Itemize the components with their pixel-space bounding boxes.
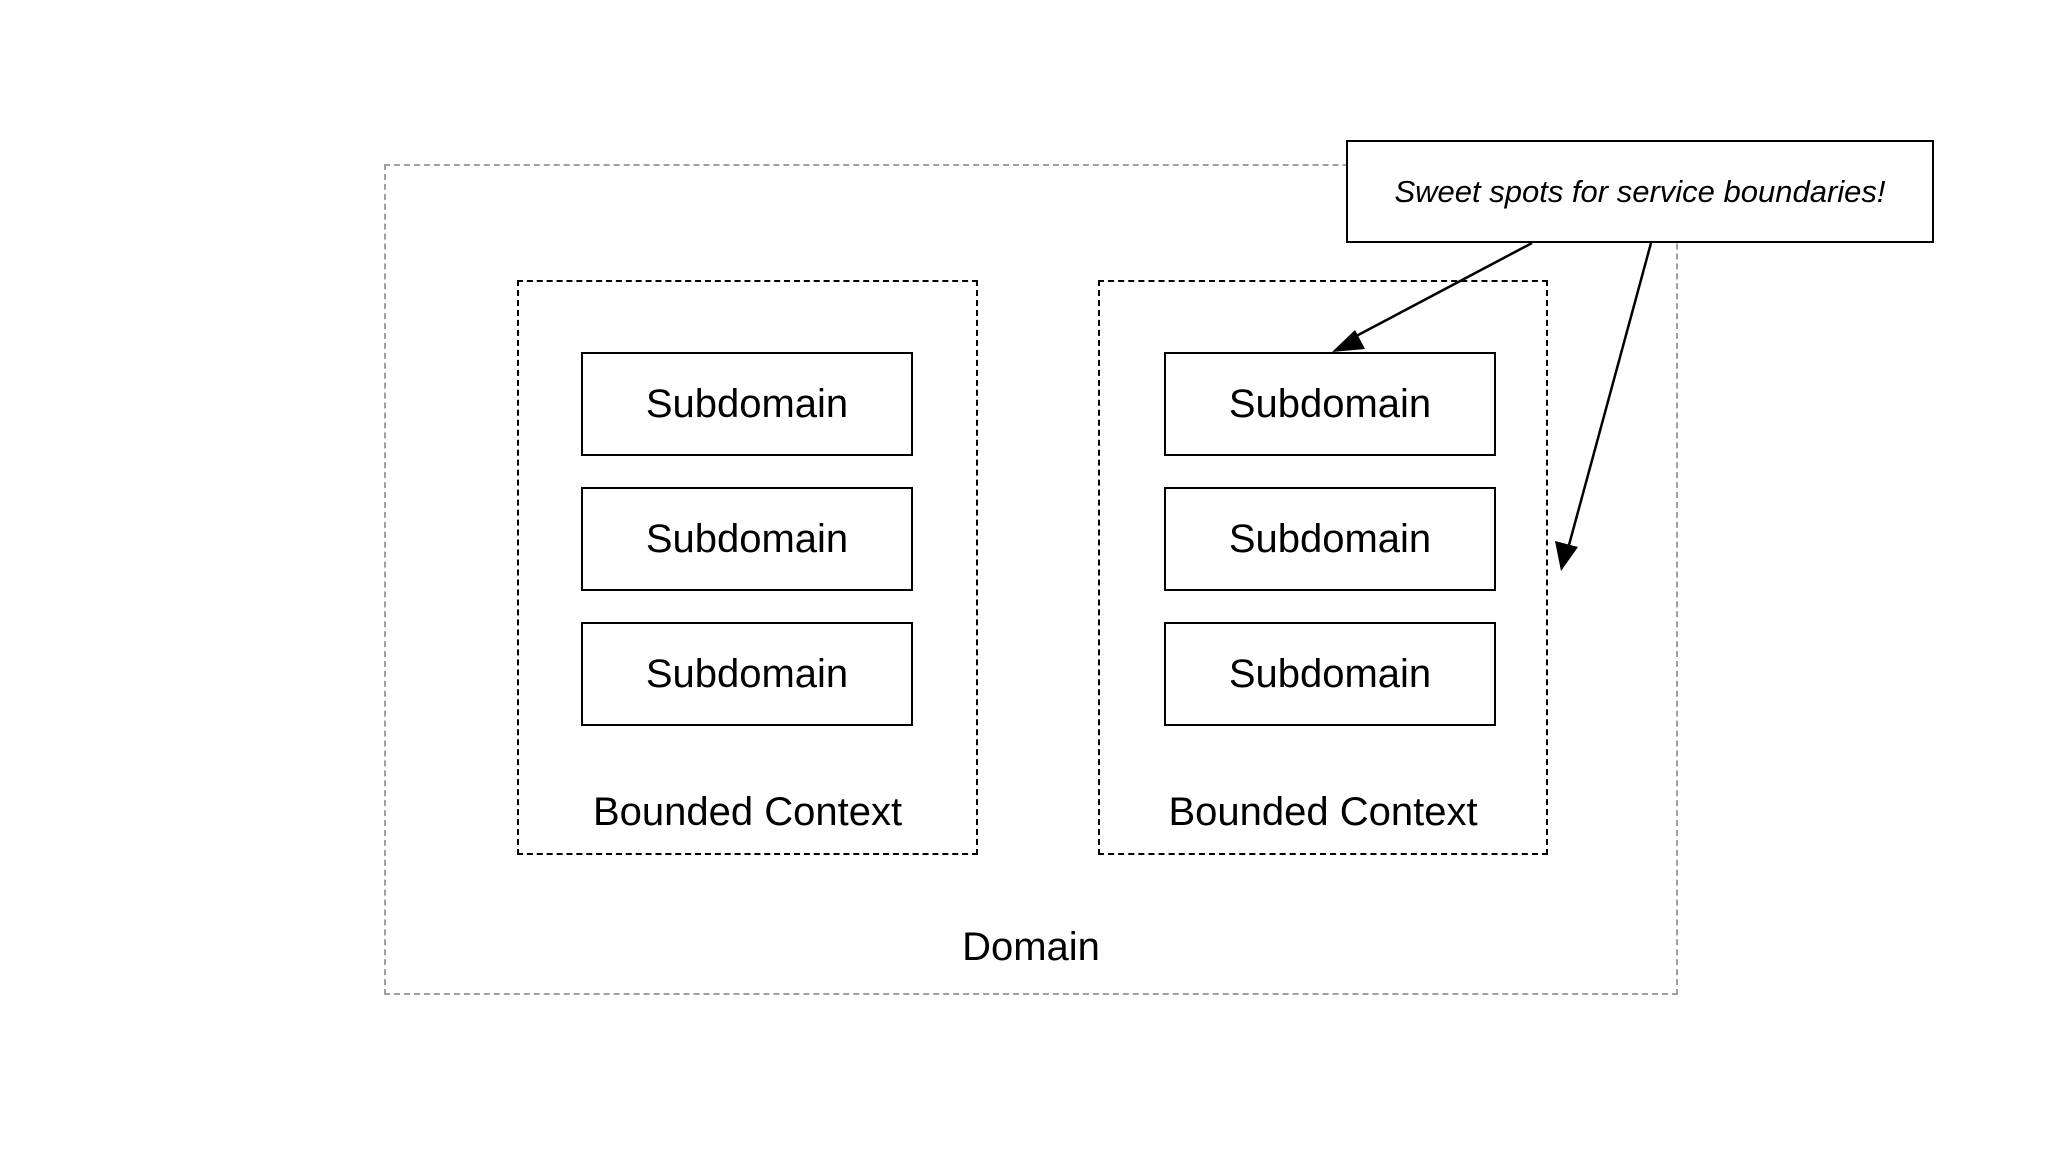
subdomain-label: Subdomain bbox=[645, 516, 849, 561]
bounded-context-left bbox=[517, 280, 978, 855]
subdomain-label: Subdomain bbox=[645, 651, 849, 696]
subdomain-box: Subdomain bbox=[581, 352, 913, 456]
callout-text: Sweet spots for service boundaries! bbox=[1394, 173, 1886, 209]
subdomain-box: Subdomain bbox=[1164, 622, 1496, 726]
subdomain-label: Subdomain bbox=[1228, 381, 1432, 426]
subdomain-label: Subdomain bbox=[1228, 516, 1432, 561]
subdomain-box: Subdomain bbox=[1164, 352, 1496, 456]
subdomain-box: Subdomain bbox=[581, 487, 913, 591]
bounded-context-label: Bounded Context bbox=[1168, 790, 1478, 834]
bounded-context-label: Bounded Context bbox=[592, 790, 903, 834]
subdomain-label: Subdomain bbox=[1228, 651, 1432, 696]
callout-box: Sweet spots for service boundaries! bbox=[1346, 140, 1934, 243]
bounded-context-right bbox=[1098, 280, 1548, 855]
subdomain-label: Subdomain bbox=[645, 381, 849, 426]
domain-label: Domain bbox=[962, 925, 1100, 969]
domain-boundary bbox=[384, 164, 1678, 995]
subdomain-box: Subdomain bbox=[581, 622, 913, 726]
subdomain-box: Subdomain bbox=[1164, 487, 1496, 591]
